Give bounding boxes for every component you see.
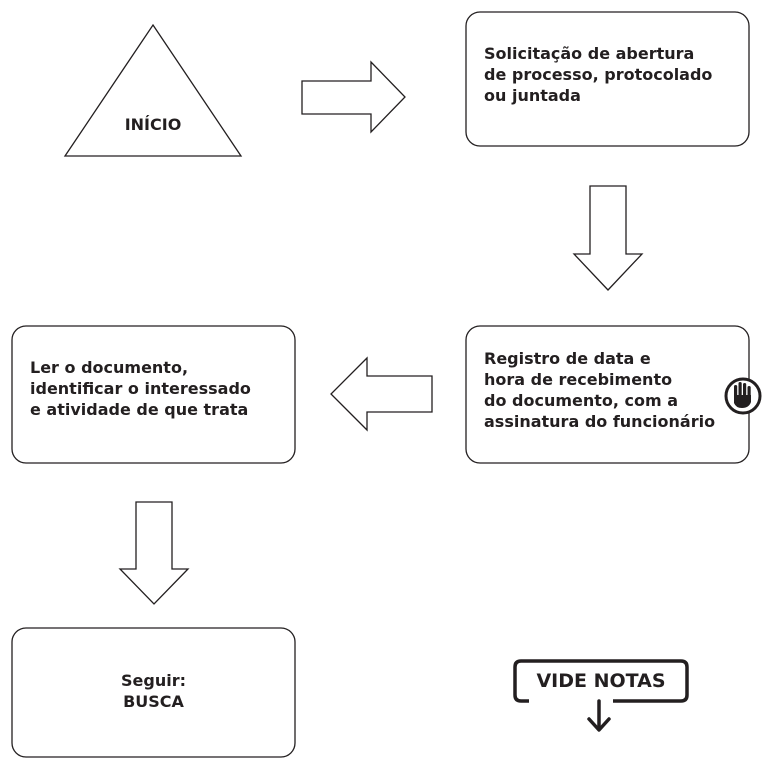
read-line-1: Ler o documento, [30,358,189,377]
next-line-2: BUSCA [123,692,184,711]
register-line-2: hora de recebimento [484,370,673,389]
read-box-text: Ler o documento, identificar o interessa… [30,357,251,420]
register-line-3: do documento, com a [484,391,679,410]
register-box-text: Registro de data e hora de recebimento d… [484,348,715,432]
request-line-3: ou juntada [484,86,581,105]
request-line-1: Solicitação de abertura [484,44,695,63]
arrow-down-2 [118,501,190,605]
next-step-box [11,627,296,758]
stop-hand-icon [724,377,762,415]
next-step-text: Seguir: BUSCA [12,670,295,712]
next-line-1: Seguir: [121,671,186,690]
start-triangle [63,23,243,157]
read-line-3: e atividade de que trata [30,400,249,419]
request-box [465,11,750,147]
register-line-1: Registro de data e [484,349,651,368]
start-label: INÍCIO [124,115,182,134]
request-line-2: de processo, protocolado [484,65,713,84]
arrow-left [330,356,433,432]
vide-notas-label: VIDE NOTAS [536,670,666,692]
read-box [11,325,296,464]
read-line-2: identificar o interessado [30,379,251,398]
arrow-right [301,60,406,134]
vide-notas-badge [513,659,689,732]
arrow-down-icon [587,699,611,732]
request-box-text: Solicitação de abertura de processo, pro… [484,43,712,106]
register-line-4: assinatura do funcionário [484,412,716,431]
arrow-down-1 [572,185,644,291]
